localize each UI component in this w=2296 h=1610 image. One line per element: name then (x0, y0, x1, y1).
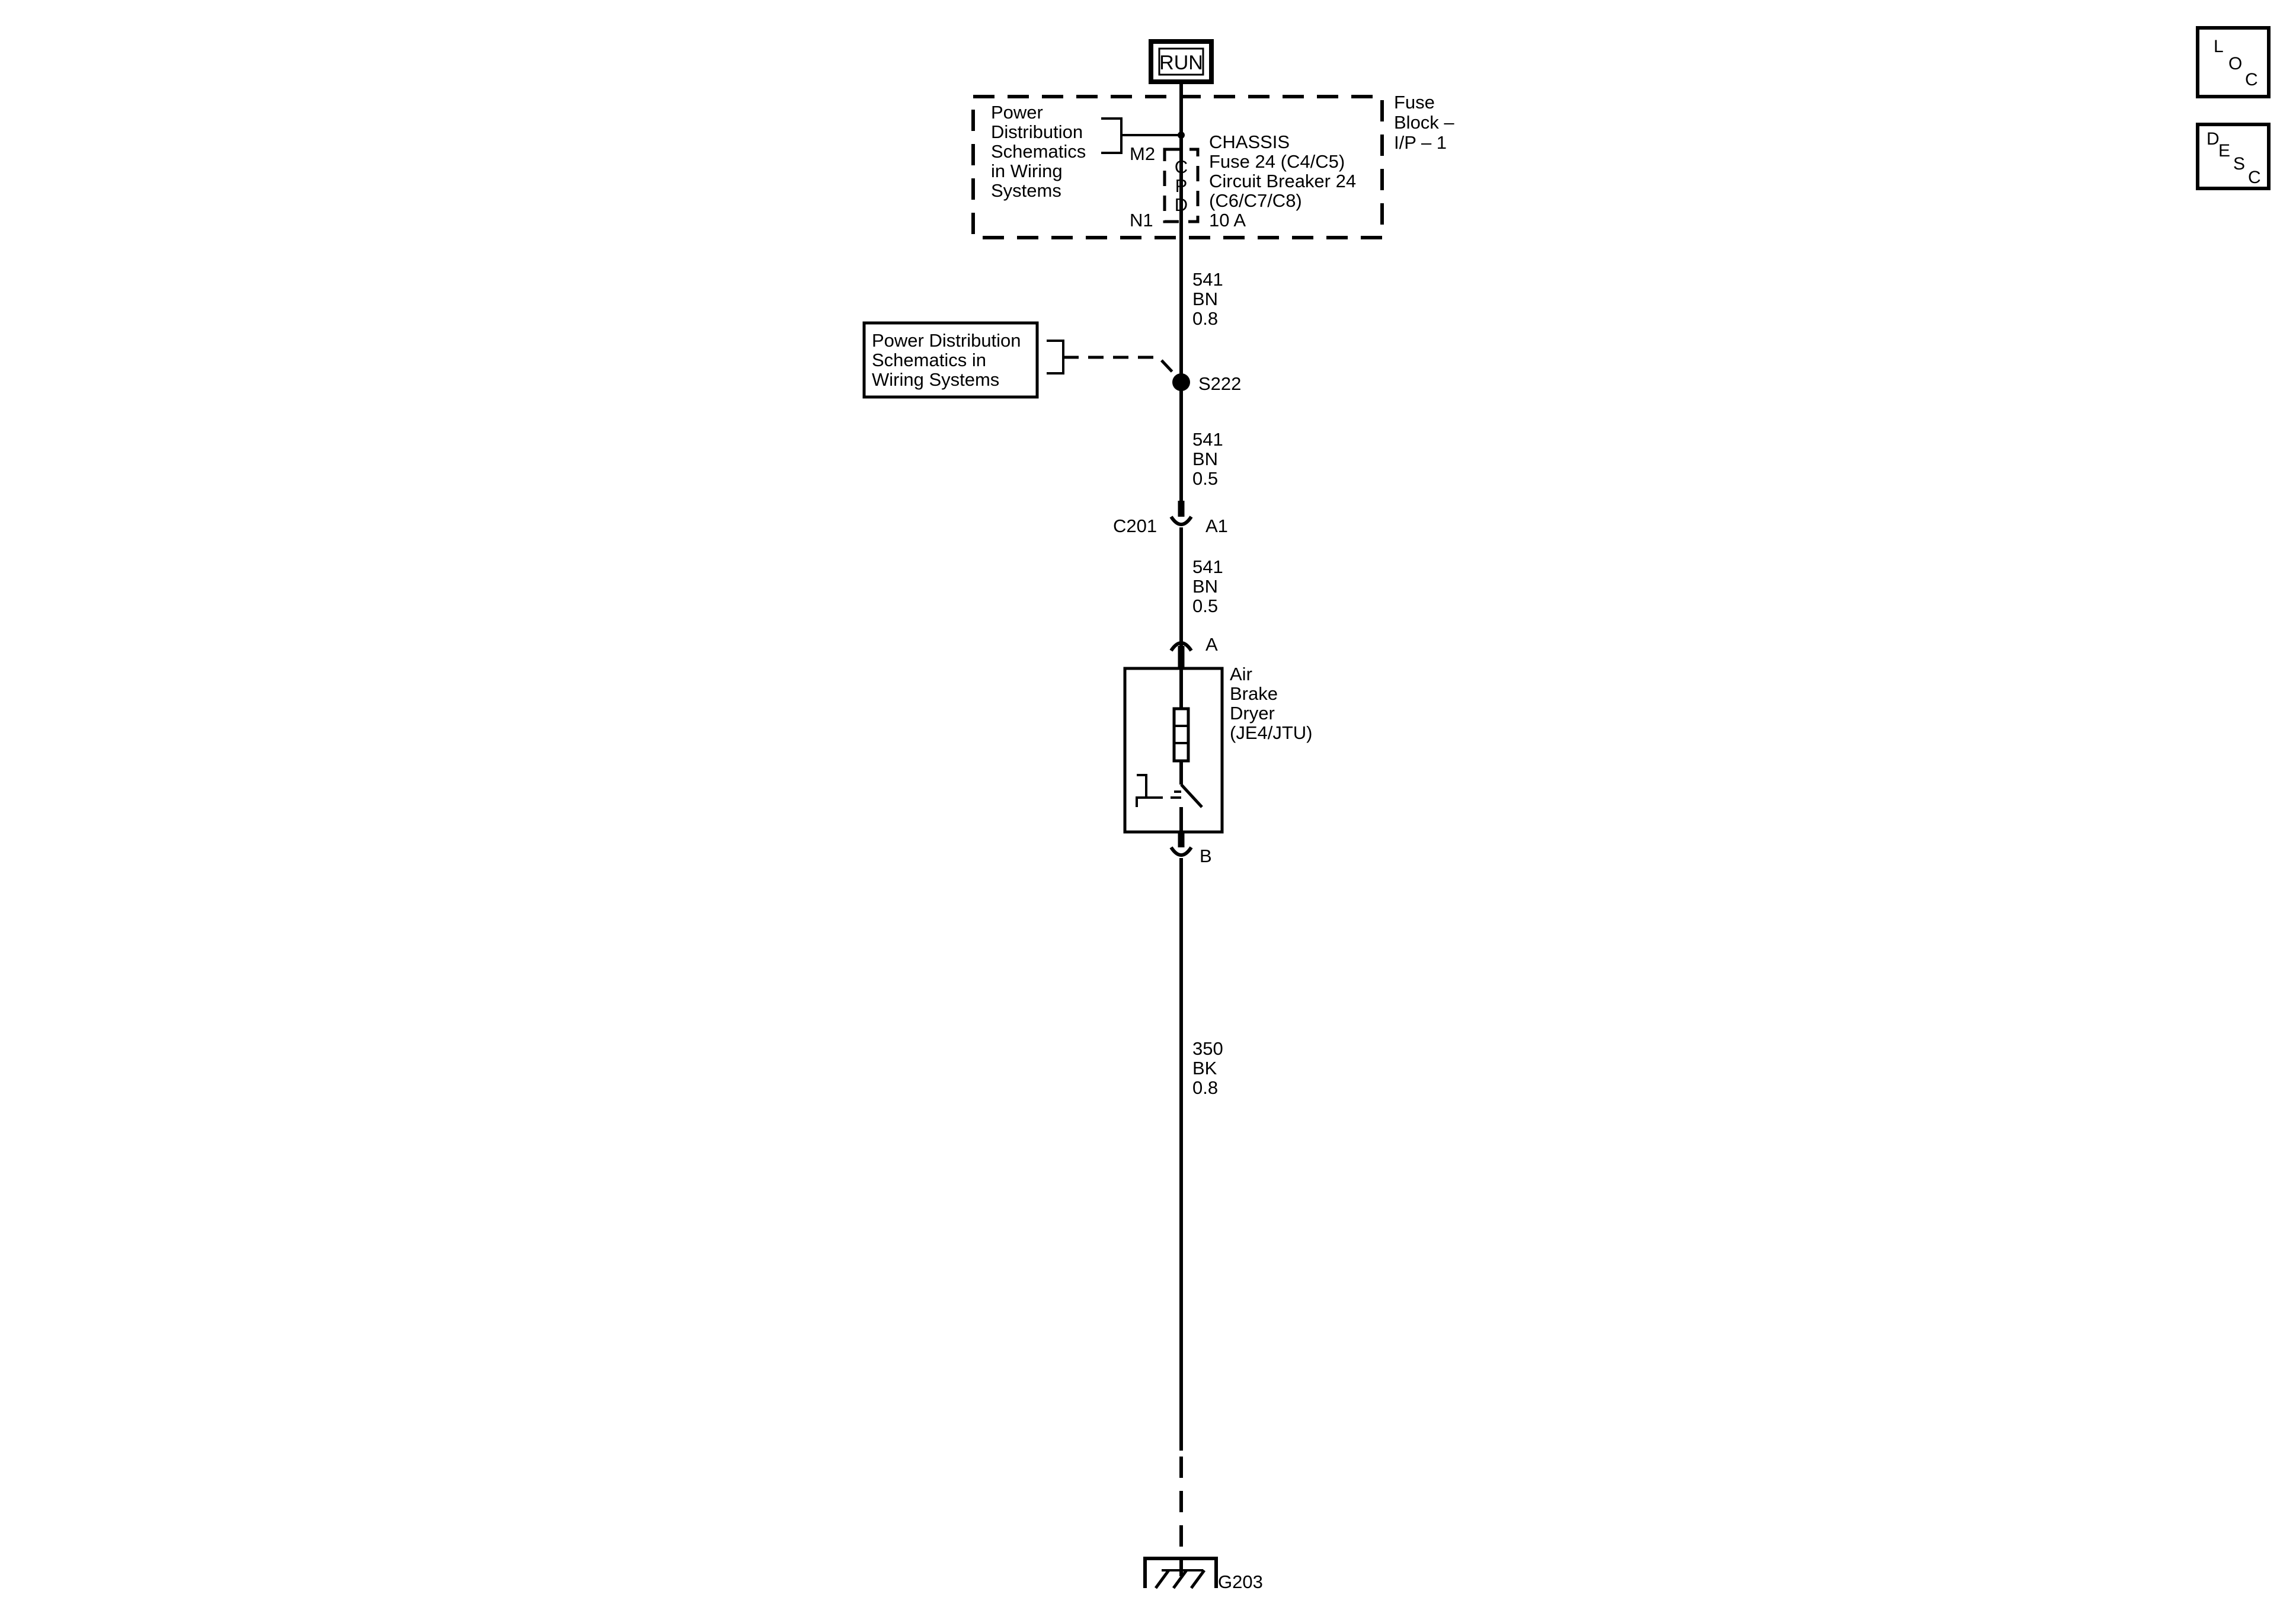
ref-power-distribution-2[interactable]: Power Distribution Schematics in Wiring … (862, 321, 1064, 399)
air-brake-dryer: Air Brake Dryer (JE4/JTU) (1123, 664, 1313, 834)
desc-letter-e: E (2218, 141, 2230, 161)
desc-button[interactable]: D E S C (2196, 123, 2271, 190)
fuse-cpd-element: C P D (1163, 148, 1200, 223)
wire2-circuit: 541 (1192, 429, 1223, 450)
loc-letter-l: L (2214, 37, 2224, 56)
component-pin-a: A (1169, 634, 1218, 668)
fuse-block: Fuse Block – I/P – 1 M2 N1 (971, 92, 1454, 239)
ref2-dashed-link (1063, 356, 1178, 378)
wire1-circuit: 541 (1192, 269, 1223, 290)
wire4-circuit: 350 (1192, 1038, 1223, 1059)
cpd-letter-p: P (1175, 175, 1188, 196)
wire3-size: 0.5 (1192, 596, 1218, 616)
fuse-desc-3: Circuit Breaker 24 (1209, 171, 1356, 191)
component-line1: Air (1230, 664, 1252, 684)
connector-pin: A1 (1205, 516, 1228, 536)
ref1-line2: Distribution (991, 121, 1083, 142)
wire3-color: BN (1192, 576, 1218, 597)
cpd-letter-c: C (1175, 156, 1188, 177)
ref1-line5: Systems (991, 180, 1061, 201)
component-line3: Dryer (1230, 703, 1275, 724)
wire2-size: 0.5 (1192, 468, 1218, 489)
connector-c201: C201 A1 (1113, 501, 1228, 536)
loc-button[interactable]: L O C (2196, 26, 2271, 98)
splice-label: S222 (1198, 373, 1241, 394)
connector-name: C201 (1113, 516, 1157, 536)
fuse-desc-1: CHASSIS (1209, 132, 1290, 152)
wire4-color: BK (1192, 1058, 1217, 1078)
fuse-block-title-1: Fuse (1394, 92, 1435, 113)
loc-letter-c: C (2245, 70, 2258, 89)
ref1-line4: in Wiring (991, 161, 1063, 181)
pin-b-label: B (1200, 846, 1212, 866)
desc-letter-d: D (2207, 129, 2220, 149)
component-pin-b: B (1169, 832, 1212, 866)
fuse-desc-5: 10 A (1209, 210, 1246, 231)
ref2-line2: Schematics in (872, 350, 986, 370)
desc-letter-c: C (2248, 168, 2261, 187)
wire-4-label: 350 BK 0.8 (1192, 1038, 1223, 1098)
wire-1-label: 541 BN 0.8 (1192, 269, 1223, 329)
desc-letter-s: S (2233, 154, 2245, 174)
wire2-color: BN (1192, 449, 1218, 469)
wire-3-label: 541 BN 0.5 (1192, 556, 1223, 616)
ground-label: G203 (1218, 1571, 1263, 1592)
run-power-source: RUN (1149, 39, 1214, 84)
ref1-line1: Power (991, 102, 1043, 123)
heater-element-icon (1172, 707, 1190, 763)
fuse-pin-out: N1 (1130, 210, 1153, 231)
wire1-color: BN (1192, 289, 1218, 309)
run-label: RUN (1159, 52, 1203, 74)
cpd-letter-d: D (1175, 194, 1188, 215)
loc-letter-o: O (2228, 54, 2242, 73)
fuse-pin-in: M2 (1130, 143, 1155, 164)
fuse-block-title-3: I/P – 1 (1394, 132, 1447, 153)
ground-g203-icon (1143, 1557, 1218, 1589)
wire-2-label: 541 BN 0.5 (1192, 429, 1223, 489)
ref-power-distribution-1[interactable]: Power Distribution Schematics in Wiring … (991, 102, 1181, 201)
ref2-line3: Wiring Systems (872, 369, 999, 390)
wire3-circuit: 541 (1192, 556, 1223, 577)
wire4-size: 0.8 (1192, 1077, 1218, 1098)
fuse-desc-2: Fuse 24 (C4/C5) (1209, 151, 1345, 172)
ref1-line3: Schematics (991, 141, 1086, 162)
fuse-description: CHASSIS Fuse 24 (C4/C5) Circuit Breaker … (1209, 132, 1356, 231)
wire1-size: 0.8 (1192, 308, 1218, 329)
fuse-desc-4: (C6/C7/C8) (1209, 190, 1302, 211)
pin-a-label: A (1205, 634, 1218, 655)
ref2-line1: Power Distribution (872, 330, 1021, 351)
fuse-block-title-2: Block – (1394, 112, 1454, 133)
thermal-switch-icon (1136, 774, 1203, 808)
component-line4: (JE4/JTU) (1230, 722, 1313, 743)
component-line2: Brake (1230, 683, 1278, 704)
